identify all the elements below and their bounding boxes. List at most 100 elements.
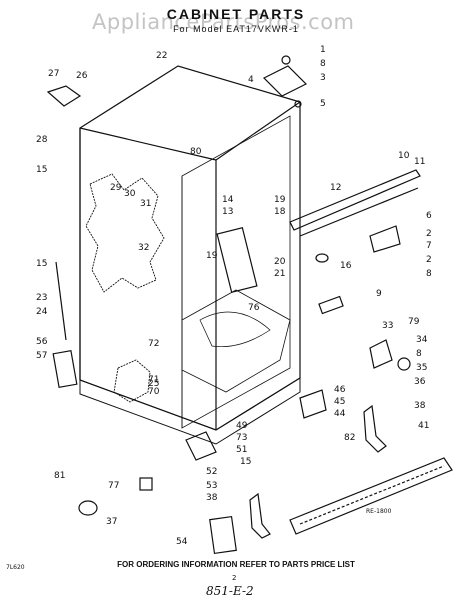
callout: 44 xyxy=(334,409,346,419)
callout: 8 xyxy=(426,269,432,279)
ordering-note: FOR ORDERING INFORMATION REFER TO PARTS … xyxy=(117,560,355,569)
callout: 46 xyxy=(334,385,346,395)
callout: 18 xyxy=(274,207,286,217)
callout: 8 xyxy=(320,59,326,69)
callout: 29 xyxy=(110,183,122,193)
control-bracket xyxy=(216,227,258,293)
callout: 36 xyxy=(414,377,426,387)
model-line: For Model EAT17VKWR-1 xyxy=(173,24,299,34)
callout: 72 xyxy=(148,339,159,349)
callout-labels: 1 8 3 4 5 27 26 28 22 15 80 29 30 31 32 … xyxy=(36,45,432,547)
caster-roller xyxy=(78,500,98,516)
callout: 11 xyxy=(414,157,425,167)
callout: 33 xyxy=(382,321,393,331)
insulation-patch-lower xyxy=(113,359,151,403)
callout: 20 xyxy=(274,257,286,267)
toe-grille xyxy=(289,457,453,535)
callout: 24 xyxy=(36,307,48,317)
rail-inner xyxy=(299,187,419,237)
page-number: 2 xyxy=(232,574,237,582)
callout: 82 xyxy=(344,433,355,443)
callout: 16 xyxy=(340,261,352,271)
callout: 2 xyxy=(426,255,432,265)
callout: 10 xyxy=(398,151,410,161)
cabinet-back-panel xyxy=(79,65,301,431)
callout: 38 xyxy=(206,493,218,503)
tube-rod xyxy=(55,261,67,341)
shelf-bracket xyxy=(369,225,401,253)
callout: 9 xyxy=(376,289,382,299)
callout: 6 xyxy=(426,211,432,221)
hinge-washer xyxy=(294,100,302,108)
handwritten-note: 851-E-2 xyxy=(206,584,254,598)
diagram-code: RE-1800 xyxy=(366,508,392,515)
callout: 25 xyxy=(148,379,159,389)
callout: 19 xyxy=(274,195,286,205)
callout: 81 xyxy=(54,471,65,481)
callout: 38 xyxy=(414,401,426,411)
watermark: AppliancePartsPros.com xyxy=(92,10,355,34)
callout: 53 xyxy=(206,481,217,491)
revision-code: 7L620 xyxy=(6,564,25,571)
callout: 13 xyxy=(222,207,233,217)
callout: 54 xyxy=(176,537,188,547)
bottom-hinge-lower xyxy=(249,492,271,539)
cabinet-top-edge xyxy=(79,127,217,161)
top-hinge xyxy=(262,65,308,97)
left-hinge xyxy=(46,85,82,107)
callout: 31 xyxy=(140,199,151,209)
callout: 45 xyxy=(334,397,345,407)
callout: 3 xyxy=(320,73,326,83)
page-title: CABINET PARTS xyxy=(166,6,306,22)
side-plate xyxy=(52,350,78,388)
callout: 57 xyxy=(36,351,47,361)
callout: 76 xyxy=(248,303,260,313)
callout: 23 xyxy=(36,293,47,303)
callout: 34 xyxy=(416,335,428,345)
callout: 15 xyxy=(240,457,251,467)
door-stop xyxy=(318,295,344,315)
hinge-bolt xyxy=(281,55,291,65)
callout: 7 xyxy=(426,241,432,251)
callout: 70 xyxy=(148,387,160,397)
callout: 27 xyxy=(48,69,59,79)
callout: 26 xyxy=(76,71,88,81)
callout: 21 xyxy=(274,269,285,279)
callout: 19 xyxy=(206,251,218,261)
callout: 80 xyxy=(190,147,202,157)
callout: 77 xyxy=(108,481,119,491)
callout: 15 xyxy=(36,165,47,175)
liner-floor xyxy=(181,289,291,393)
callout: 35 xyxy=(416,363,427,373)
plug-cap xyxy=(315,253,329,263)
roller-bracket xyxy=(369,339,393,369)
breaker-rail xyxy=(289,169,421,231)
leveler-bracket xyxy=(299,389,327,419)
callout: 12 xyxy=(330,183,341,193)
callout: 37 xyxy=(106,517,117,527)
insulation-patch xyxy=(85,173,165,293)
callout: 15 xyxy=(36,259,47,269)
callout: 5 xyxy=(320,99,326,109)
cabinet-front-edge xyxy=(215,101,301,161)
callout: 1 xyxy=(320,45,326,55)
control-housing xyxy=(185,431,217,461)
drain-trough xyxy=(199,311,271,347)
callout: 73 xyxy=(236,433,247,443)
callout: 2 xyxy=(426,229,432,239)
callout: 8 xyxy=(416,349,422,359)
callout: 28 xyxy=(36,135,48,145)
callout: 56 xyxy=(36,337,48,347)
grille-slot-line xyxy=(299,465,445,525)
callout: 22 xyxy=(156,51,167,61)
spacer xyxy=(139,477,153,491)
callout: 49 xyxy=(236,421,248,431)
callout: 79 xyxy=(408,317,420,327)
callout: 71 xyxy=(148,375,159,385)
callout: 52 xyxy=(206,467,217,477)
callout: 32 xyxy=(138,243,149,253)
callout: 4 xyxy=(248,75,254,85)
bottom-cover xyxy=(209,515,237,555)
cabinet-base xyxy=(79,377,301,445)
